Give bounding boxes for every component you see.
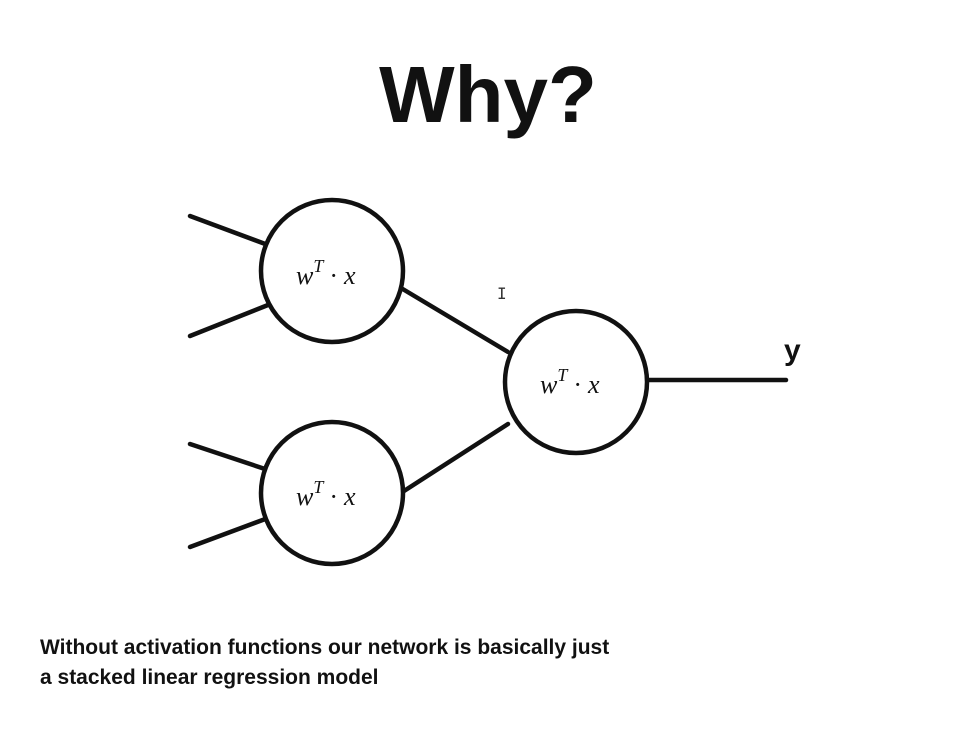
caption-line-2: a stacked linear regression model [40, 666, 379, 689]
neuron-top-label: wT·x [296, 256, 356, 290]
neuron-bottom-label: wT·x [296, 477, 356, 511]
neuron-bottom [258, 419, 406, 567]
input-edge-top-2 [187, 302, 271, 339]
output-label: y [784, 334, 801, 367]
neuron-output-label: wT·x [540, 365, 600, 399]
hidden-edge-bottom [401, 421, 511, 494]
caption-line-1: Without activation functions our network… [40, 636, 610, 659]
slide-title: Why? [379, 50, 597, 139]
text-cursor-icon: I [497, 284, 507, 303]
input-edge-bottom-2 [187, 515, 271, 550]
input-edge-bottom-1 [187, 441, 271, 473]
neuron-output [502, 308, 650, 456]
neuron-top [258, 197, 406, 345]
input-edge-top-1 [187, 213, 271, 248]
hidden-edge-top [398, 285, 511, 355]
caption: Without activation functions our network… [40, 633, 940, 693]
